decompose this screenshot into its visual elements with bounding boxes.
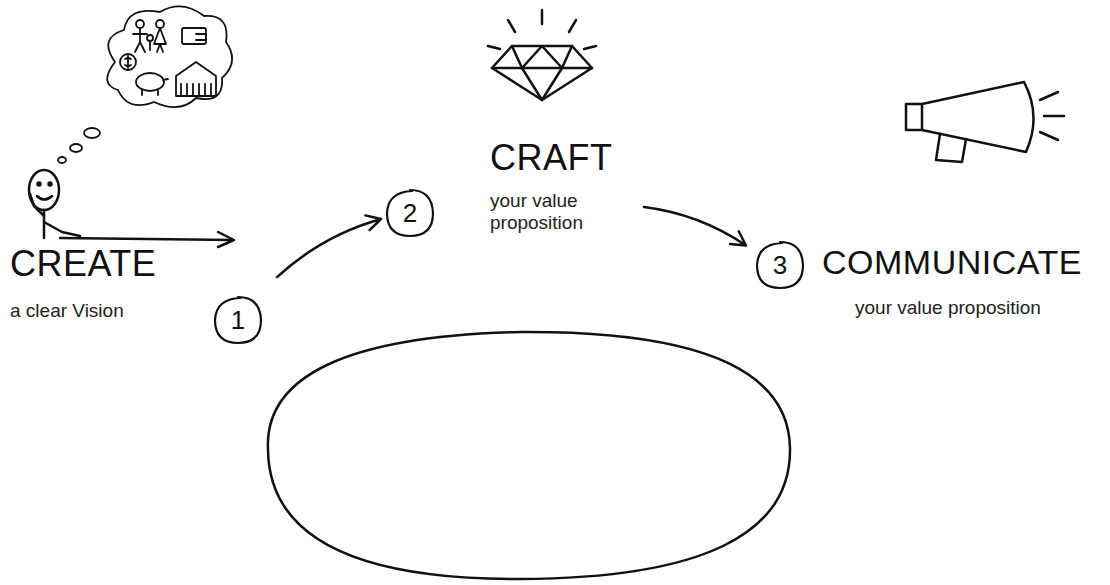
step-number: 2 [403,200,417,226]
step-circle: 3 [755,240,805,290]
flow-arrow [277,215,381,277]
step-heading: CRAFT [490,140,613,176]
step-subtitle: your value proposition [855,297,1041,319]
megaphone-icon [906,82,1064,162]
diamond-icon [488,10,596,100]
circle-stroke [215,297,261,343]
step-subtitle: your value proposition [490,190,602,234]
flow-arrow [644,207,746,246]
step-heading: CREATE [10,246,156,282]
step-circle: 1 [213,295,263,345]
step-number: 3 [773,252,787,278]
step-group: 3 COMMUNICATE your value proposition [750,235,1105,340]
step-circle: 2 [385,188,435,238]
empty-oval [268,332,790,579]
thinking-person [29,170,234,247]
step-number: 1 [231,307,245,333]
circle-stroke [387,190,433,236]
step-subtitle: a clear Vision [10,300,124,322]
step-group: 2 CRAFT your value proposition [385,135,640,255]
thought-cloud [58,6,232,163]
step-group: 1 CREATE a clear Vision [8,238,273,350]
circle-stroke [757,242,803,288]
step-heading: COMMUNICATE [822,245,1082,279]
